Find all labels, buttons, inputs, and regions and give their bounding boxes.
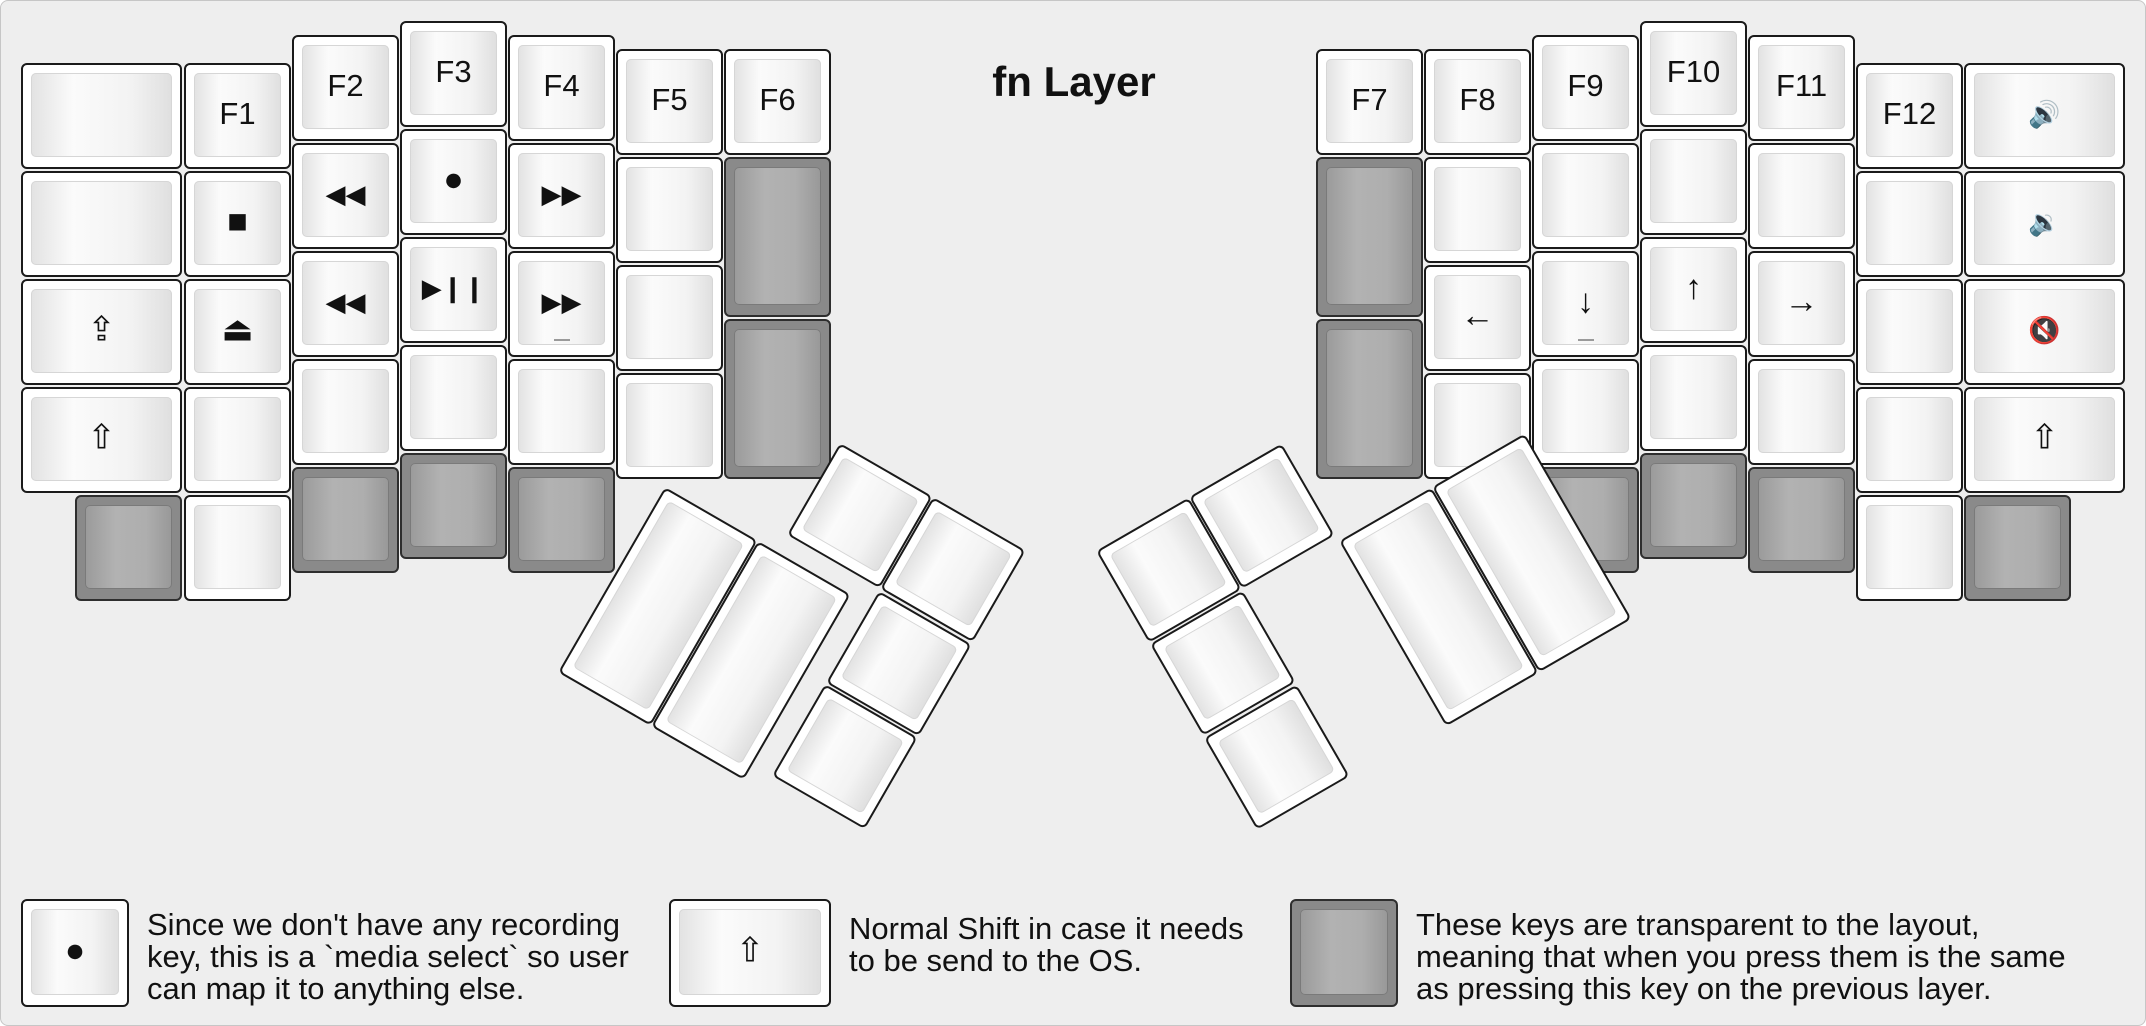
key-r-blank-c2r2 [1532, 143, 1639, 249]
key-next-track: ▶▶ [508, 251, 615, 357]
key-r-blank-c5r3 [1856, 279, 1963, 385]
legend-key-shift: ⇧ [669, 899, 831, 1007]
record-icon: ● [64, 931, 86, 970]
next-track-icon: ▶▶ [541, 286, 582, 317]
key-l-transparent-tall-lower [724, 319, 831, 479]
key-r-transparent-bottom-6 [1964, 495, 2071, 601]
key-r-transparent-tall-upper [1316, 157, 1423, 317]
key-r-blank-c5r5 [1856, 495, 1963, 601]
shift-icon: ⇧ [2030, 418, 2059, 457]
record-icon: ● [443, 160, 464, 199]
key-left-arrow: ← [1424, 265, 1531, 371]
key-l-blank-c5r2 [616, 157, 723, 263]
key-r-blank-c1r2 [1424, 157, 1531, 263]
key-volume-down: 🔉 [1964, 171, 2125, 277]
key-f11: F11 [1748, 35, 1855, 141]
key-r-transparent-bottom-4 [1748, 467, 1855, 573]
key-f12: F12 [1856, 63, 1963, 169]
key-previous-track: ◀◀ [292, 251, 399, 357]
key-l-transparent-bottom-3 [400, 453, 507, 559]
caps-shift-icon: ⇪ [87, 310, 116, 349]
key-r-blank-c5r4 [1856, 387, 1963, 493]
key-rewind: ◀◀ [292, 143, 399, 249]
eject-icon: ⏏ [221, 310, 254, 349]
key-l-blank-c1r4 [184, 387, 291, 493]
key-f6: F6 [724, 49, 831, 155]
key-l-transparent-bottom-0 [75, 495, 182, 601]
key-l-blank-c4r4 [508, 359, 615, 465]
key-record-media-select: ● [400, 129, 507, 235]
legend-key-transparent [1290, 899, 1398, 1007]
key-f3: F3 [400, 21, 507, 127]
key-l-blank-c5r3 [616, 265, 723, 371]
key-r-blank-c3r4 [1640, 345, 1747, 451]
key-f1: F1 [184, 63, 291, 169]
mute-icon: 🔇 [2028, 314, 2061, 345]
key-f8: F8 [1424, 49, 1531, 155]
shift-icon: ⇧ [735, 931, 765, 970]
key-r-blank-c5r2 [1856, 171, 1963, 277]
key-l-transparent-bottom-2 [292, 467, 399, 573]
key-eject: ⏏ [184, 279, 291, 385]
key-l-blank-c1r5 [184, 495, 291, 601]
up-arrow-icon: ↑ [1685, 268, 1702, 307]
key-r-shift: ⇧ [1964, 387, 2125, 493]
key-stop: ■ [184, 171, 291, 277]
legend-key-record: ● [21, 899, 129, 1007]
rewind-icon: ◀◀ [325, 178, 366, 209]
key-l-blank-c5r4 [616, 373, 723, 479]
key-l-shift: ⇧ [21, 387, 182, 493]
fast-forward-icon: ▶▶ [541, 178, 582, 209]
key-f10: F10 [1640, 21, 1747, 127]
key-up-arrow: ↑ [1640, 237, 1747, 343]
key-l-blank-row2 [21, 171, 182, 277]
key-r-blank-c4r2 [1748, 143, 1855, 249]
key-fast-forward: ▶▶ [508, 143, 615, 249]
legend-text-shift: Normal Shift in case it needs to be send… [849, 911, 1244, 978]
key-f7: F7 [1316, 49, 1423, 155]
key-l-blank-c2r4 [292, 359, 399, 465]
key-play-pause: ▶❙❙ [400, 237, 507, 343]
key-mute: 🔇 [1964, 279, 2125, 385]
key-right-arrow: → [1748, 251, 1855, 357]
key-r-transparent-bottom-3 [1640, 453, 1747, 559]
legend-text-record: Since we don't have any recording key, t… [147, 907, 629, 1006]
key-down-arrow: ↓ [1532, 251, 1639, 357]
key-l-transparent-tall-upper [724, 157, 831, 317]
key-volume-up: 🔊 [1964, 63, 2125, 169]
key-l-blank-top [21, 63, 182, 169]
key-l-caps-shift: ⇪ [21, 279, 182, 385]
stop-icon: ■ [227, 202, 248, 241]
key-f5: F5 [616, 49, 723, 155]
key-f2: F2 [292, 35, 399, 141]
play-pause-icon: ▶❙❙ [421, 272, 486, 303]
left-arrow-icon: ← [1460, 296, 1495, 335]
key-l-transparent-bottom-4 [508, 467, 615, 573]
volume-down-icon: 🔉 [2028, 206, 2061, 237]
legend-text-transparent: These keys are transparent to the layout… [1416, 907, 2066, 1006]
key-l-blank-c3r4 [400, 345, 507, 451]
key-r-blank-c4r4 [1748, 359, 1855, 465]
layer-title: fn Layer [992, 58, 1156, 105]
shift-icon: ⇧ [87, 418, 116, 457]
previous-track-icon: ◀◀ [325, 286, 366, 317]
key-r-blank-c2r4 [1532, 359, 1639, 465]
right-arrow-icon: → [1784, 282, 1819, 321]
key-f9: F9 [1532, 35, 1639, 141]
key-f4: F4 [508, 35, 615, 141]
down-arrow-icon: ↓ [1577, 282, 1594, 321]
key-r-blank-c3r2 [1640, 129, 1747, 235]
volume-up-icon: 🔊 [2028, 98, 2061, 129]
key-r-transparent-tall-lower [1316, 319, 1423, 479]
